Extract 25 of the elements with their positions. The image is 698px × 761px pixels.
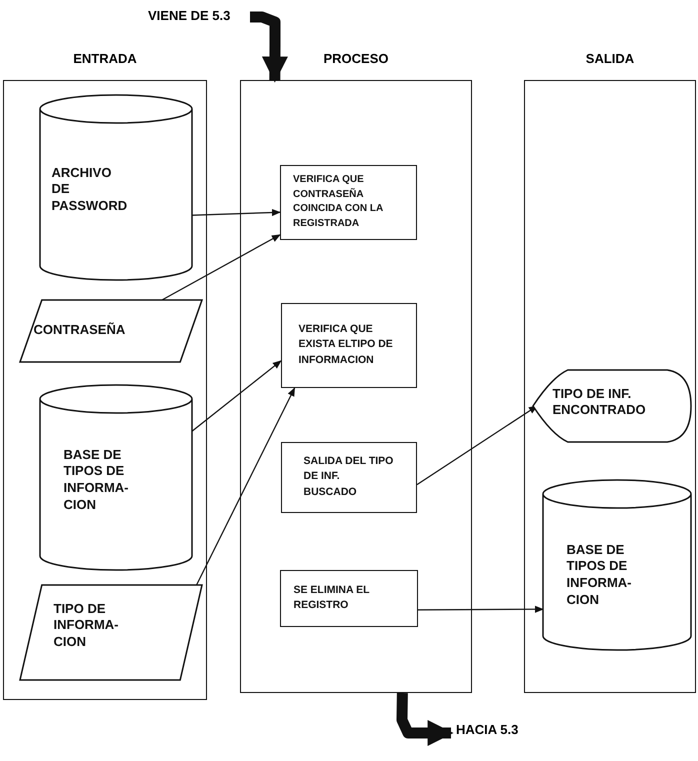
shape-text: CONTRASEÑA xyxy=(34,322,126,338)
column-heading: ENTRADA xyxy=(73,51,137,66)
column-heading: PROCESO xyxy=(323,51,388,66)
process-box xyxy=(280,302,416,388)
shape-text: TIPO DE INF. ENCONTRADO xyxy=(552,386,647,420)
arrow xyxy=(196,387,296,586)
arrow xyxy=(418,606,544,613)
process-box xyxy=(280,570,418,626)
flow-arrow xyxy=(250,12,288,83)
process-box xyxy=(280,442,416,512)
process-box xyxy=(280,164,416,240)
step-text: VERIFICA QUE EXISTA ELTIPO DE INFORMACION xyxy=(298,322,394,368)
step-text: SE ELIMINA EL REGISTRO xyxy=(294,582,370,613)
step-text: VERIFICA QUE CONTRASEÑA COINCIDA CON LA REGISTRADA xyxy=(293,173,384,230)
shape-text: BASE DE TIPOS DE INFORMA- CION xyxy=(64,446,130,514)
column-heading: SALIDA xyxy=(586,51,634,66)
step-text: SALIDA DEL TIPO DE INF. BUSCADO xyxy=(304,454,394,500)
connector-label: HACIA 5.3 xyxy=(456,722,518,737)
shape-text: TIPO DE INFORMA- CION xyxy=(54,600,120,652)
shape-text: ARCHIVO DE PASSWORD xyxy=(52,164,128,216)
arrow xyxy=(192,208,281,216)
connector-label: VIENE DE 5.3 xyxy=(148,8,230,23)
arrow xyxy=(192,360,282,432)
shape-text: BASE DE TIPOS DE INFORMA- CION xyxy=(566,542,632,610)
arrow xyxy=(162,234,281,301)
